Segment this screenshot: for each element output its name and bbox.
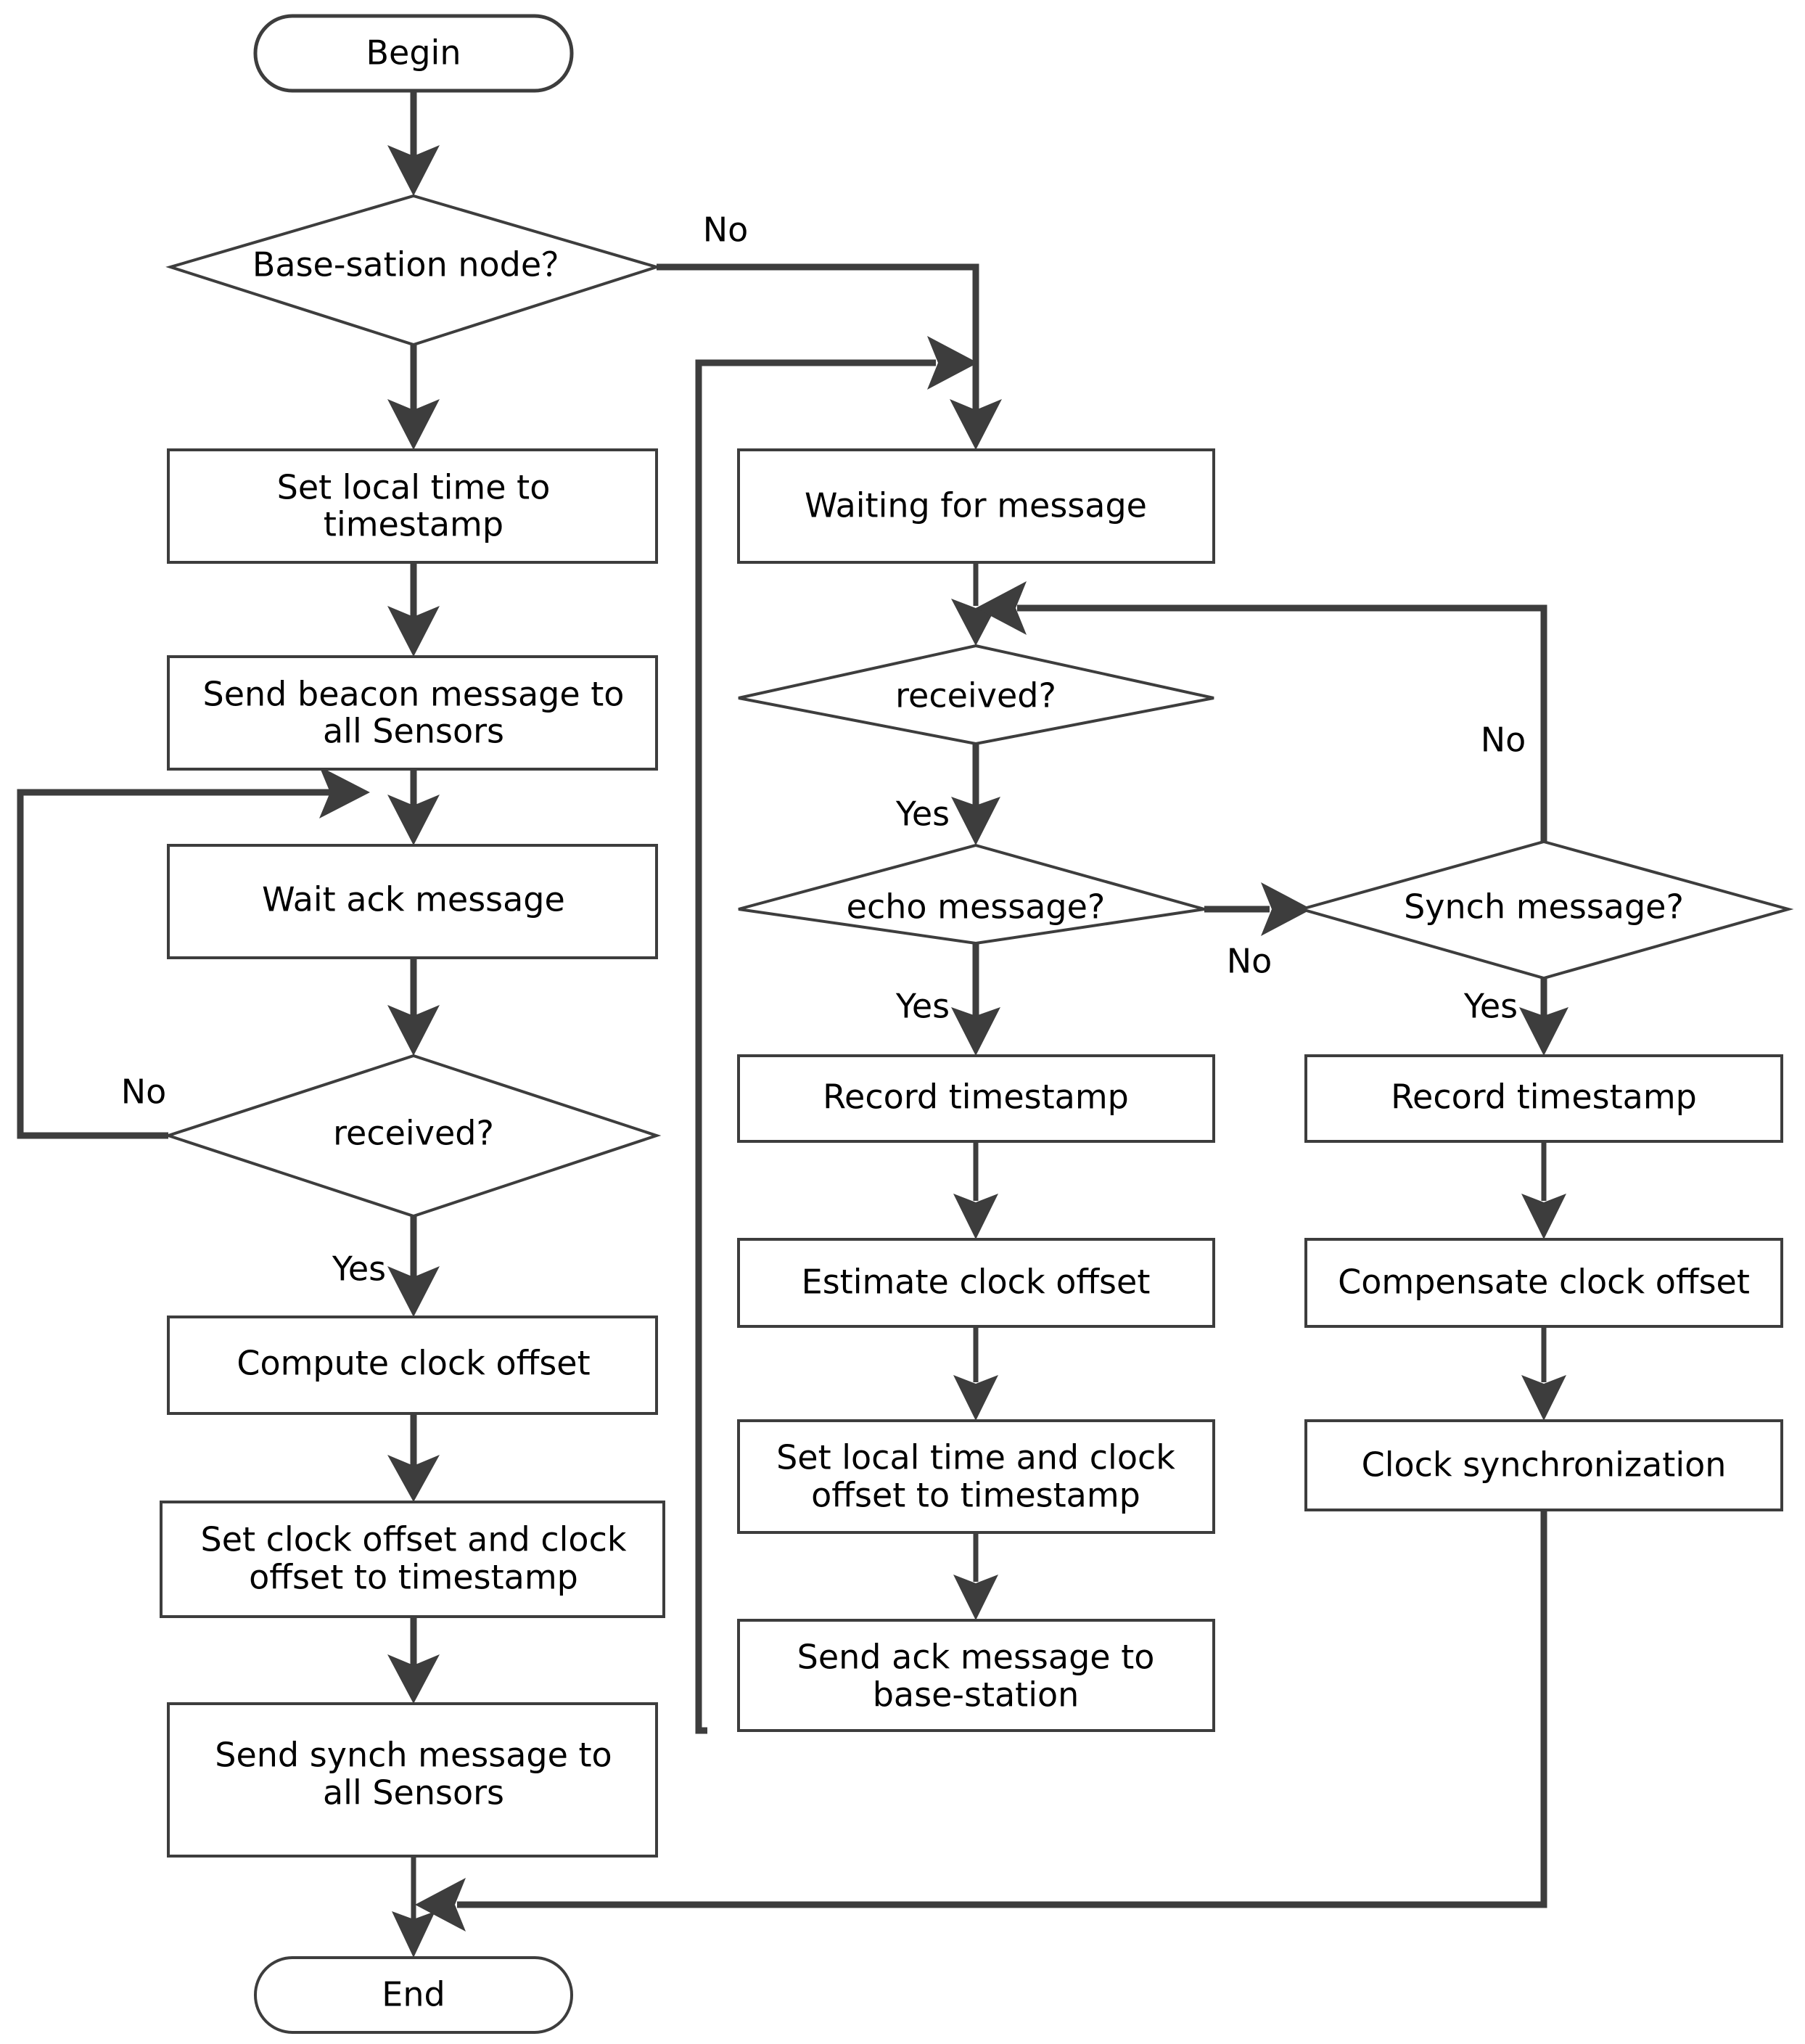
node-send-ack-line2: base-station bbox=[873, 1675, 1080, 1715]
node-clock-synchronization[interactable]: Clock synchronization bbox=[1304, 1419, 1783, 1511]
edge-label-base-station-no: No bbox=[703, 210, 749, 250]
node-record-timestamp-mid[interactable]: Record timestamp bbox=[737, 1054, 1215, 1143]
edge-compensate-to-clock-sync bbox=[1521, 1326, 1566, 1421]
edge-compute-to-set-clock-offset bbox=[387, 1413, 440, 1502]
node-echo-message-label: echo message? bbox=[847, 887, 1106, 927]
node-compensate-clock-offset[interactable]: Compensate clock offset bbox=[1304, 1238, 1783, 1328]
edge-label-received-left-yes: Yes bbox=[332, 1249, 386, 1289]
node-begin[interactable]: Begin bbox=[253, 14, 574, 93]
node-synch-message-decision[interactable]: Synch message? bbox=[1296, 840, 1794, 980]
node-record-timestamp-right[interactable]: Record timestamp bbox=[1304, 1054, 1783, 1143]
edge-wait-ack-to-received-left bbox=[387, 958, 440, 1056]
node-compute-clock-offset[interactable]: Compute clock offset bbox=[167, 1316, 658, 1415]
edge-received-left-yes bbox=[387, 1216, 440, 1317]
node-set-local-time-and-clock-line1: Set local time and clock bbox=[776, 1438, 1175, 1477]
edge-received-mid-yes bbox=[951, 744, 1000, 845]
node-record-timestamp-mid-label: Record timestamp bbox=[823, 1078, 1129, 1117]
edge-label-synch-yes: Yes bbox=[1463, 987, 1518, 1026]
node-begin-label: Begin bbox=[366, 33, 461, 73]
node-base-station-label: Base-sation node？ bbox=[252, 245, 575, 284]
edge-set-local-time-to-send-beacon bbox=[387, 562, 440, 657]
edge-synch-yes bbox=[1519, 978, 1568, 1056]
node-compensate-clock-offset-label: Compensate clock offset bbox=[1338, 1263, 1750, 1302]
node-set-local-time-line1: Set local time to bbox=[277, 468, 551, 507]
edge-synch-no bbox=[976, 581, 1547, 842]
node-compute-clock-offset-label: Compute clock offset bbox=[237, 1344, 590, 1383]
edge-clock-sync-to-end-path bbox=[415, 1510, 1547, 1932]
node-send-synch-line2: all Sensors bbox=[323, 1773, 504, 1813]
node-send-synch[interactable]: Send synch message to all Sensors bbox=[167, 1702, 658, 1858]
node-set-clock-offset-line1: Set clock offset and clock bbox=[201, 1520, 627, 1559]
node-received-mid-label: received? bbox=[895, 676, 1056, 715]
edge-label-received-mid-yes: Yes bbox=[895, 795, 950, 834]
node-end[interactable]: End bbox=[254, 1956, 573, 2034]
edge-record-right-to-compensate bbox=[1521, 1141, 1566, 1239]
node-end-label: End bbox=[382, 1975, 445, 2014]
node-waiting-for-message[interactable]: Waiting for message bbox=[737, 448, 1215, 564]
node-send-synch-line1: Send synch message to bbox=[215, 1736, 612, 1775]
node-set-local-time[interactable]: Set local time to timestamp bbox=[167, 448, 658, 564]
node-set-clock-offset[interactable]: Set clock offset and clock offset to tim… bbox=[160, 1501, 665, 1618]
node-set-local-time-and-clock-line2: offset to timestamp bbox=[811, 1476, 1140, 1515]
node-send-beacon[interactable]: Send beacon message to all Sensors bbox=[167, 655, 658, 771]
edge-label-received-left-no: No bbox=[121, 1072, 167, 1112]
node-received-mid-decision[interactable]: received? bbox=[738, 644, 1214, 746]
edge-label-synch-no: No bbox=[1481, 721, 1526, 760]
node-base-station-decision[interactable]: Base-sation node？ bbox=[165, 194, 662, 347]
edge-begin-to-base-station bbox=[387, 91, 440, 196]
edge-base-station-to-set-local-time bbox=[387, 345, 440, 450]
edge-set-clock-offset-to-send-synch bbox=[387, 1617, 440, 1704]
edge-echo-yes bbox=[951, 943, 1000, 1056]
edge-received-left-no bbox=[17, 766, 370, 1139]
node-wait-ack-label: Wait ack message bbox=[262, 880, 565, 919]
node-send-beacon-line1: Send beacon message to bbox=[203, 675, 625, 714]
node-waiting-for-message-label: Waiting for message bbox=[805, 486, 1147, 525]
node-synch-message-label: Synch message? bbox=[1404, 887, 1684, 927]
node-clock-synchronization-label: Clock synchronization bbox=[1362, 1445, 1727, 1485]
edge-send-ack-feedback bbox=[695, 336, 978, 1734]
edge-set-local-and-clock-to-send-ack bbox=[953, 1532, 998, 1620]
node-send-beacon-line2: all Sensors bbox=[323, 712, 504, 751]
node-record-timestamp-right-label: Record timestamp bbox=[1391, 1078, 1697, 1117]
edge-send-beacon-to-wait-ack bbox=[387, 769, 440, 845]
node-estimate-clock-offset-label: Estimate clock offset bbox=[802, 1263, 1151, 1302]
node-send-ack[interactable]: Send ack message to base-station bbox=[737, 1619, 1215, 1732]
node-send-ack-line1: Send ack message to bbox=[797, 1638, 1155, 1677]
edge-record-mid-to-estimate bbox=[953, 1141, 998, 1239]
node-set-local-time-line2: timestamp bbox=[324, 505, 503, 544]
node-set-local-time-and-clock[interactable]: Set local time and clock offset to times… bbox=[737, 1419, 1215, 1534]
node-estimate-clock-offset[interactable]: Estimate clock offset bbox=[737, 1238, 1215, 1328]
edge-label-echo-no: No bbox=[1227, 942, 1272, 981]
node-set-clock-offset-line2: offset to timestamp bbox=[249, 1558, 578, 1597]
node-wait-ack[interactable]: Wait ack message bbox=[167, 844, 658, 959]
node-received-left-decision[interactable]: received? bbox=[163, 1054, 662, 1218]
edge-echo-no bbox=[1204, 882, 1312, 936]
edge-send-synch-to-end bbox=[392, 1856, 435, 1958]
edge-estimate-to-set-local-and-clock bbox=[953, 1326, 998, 1421]
node-echo-message-decision[interactable]: echo message? bbox=[738, 843, 1205, 945]
node-received-left-label: received? bbox=[333, 1114, 494, 1153]
edge-label-echo-yes: Yes bbox=[895, 987, 950, 1026]
